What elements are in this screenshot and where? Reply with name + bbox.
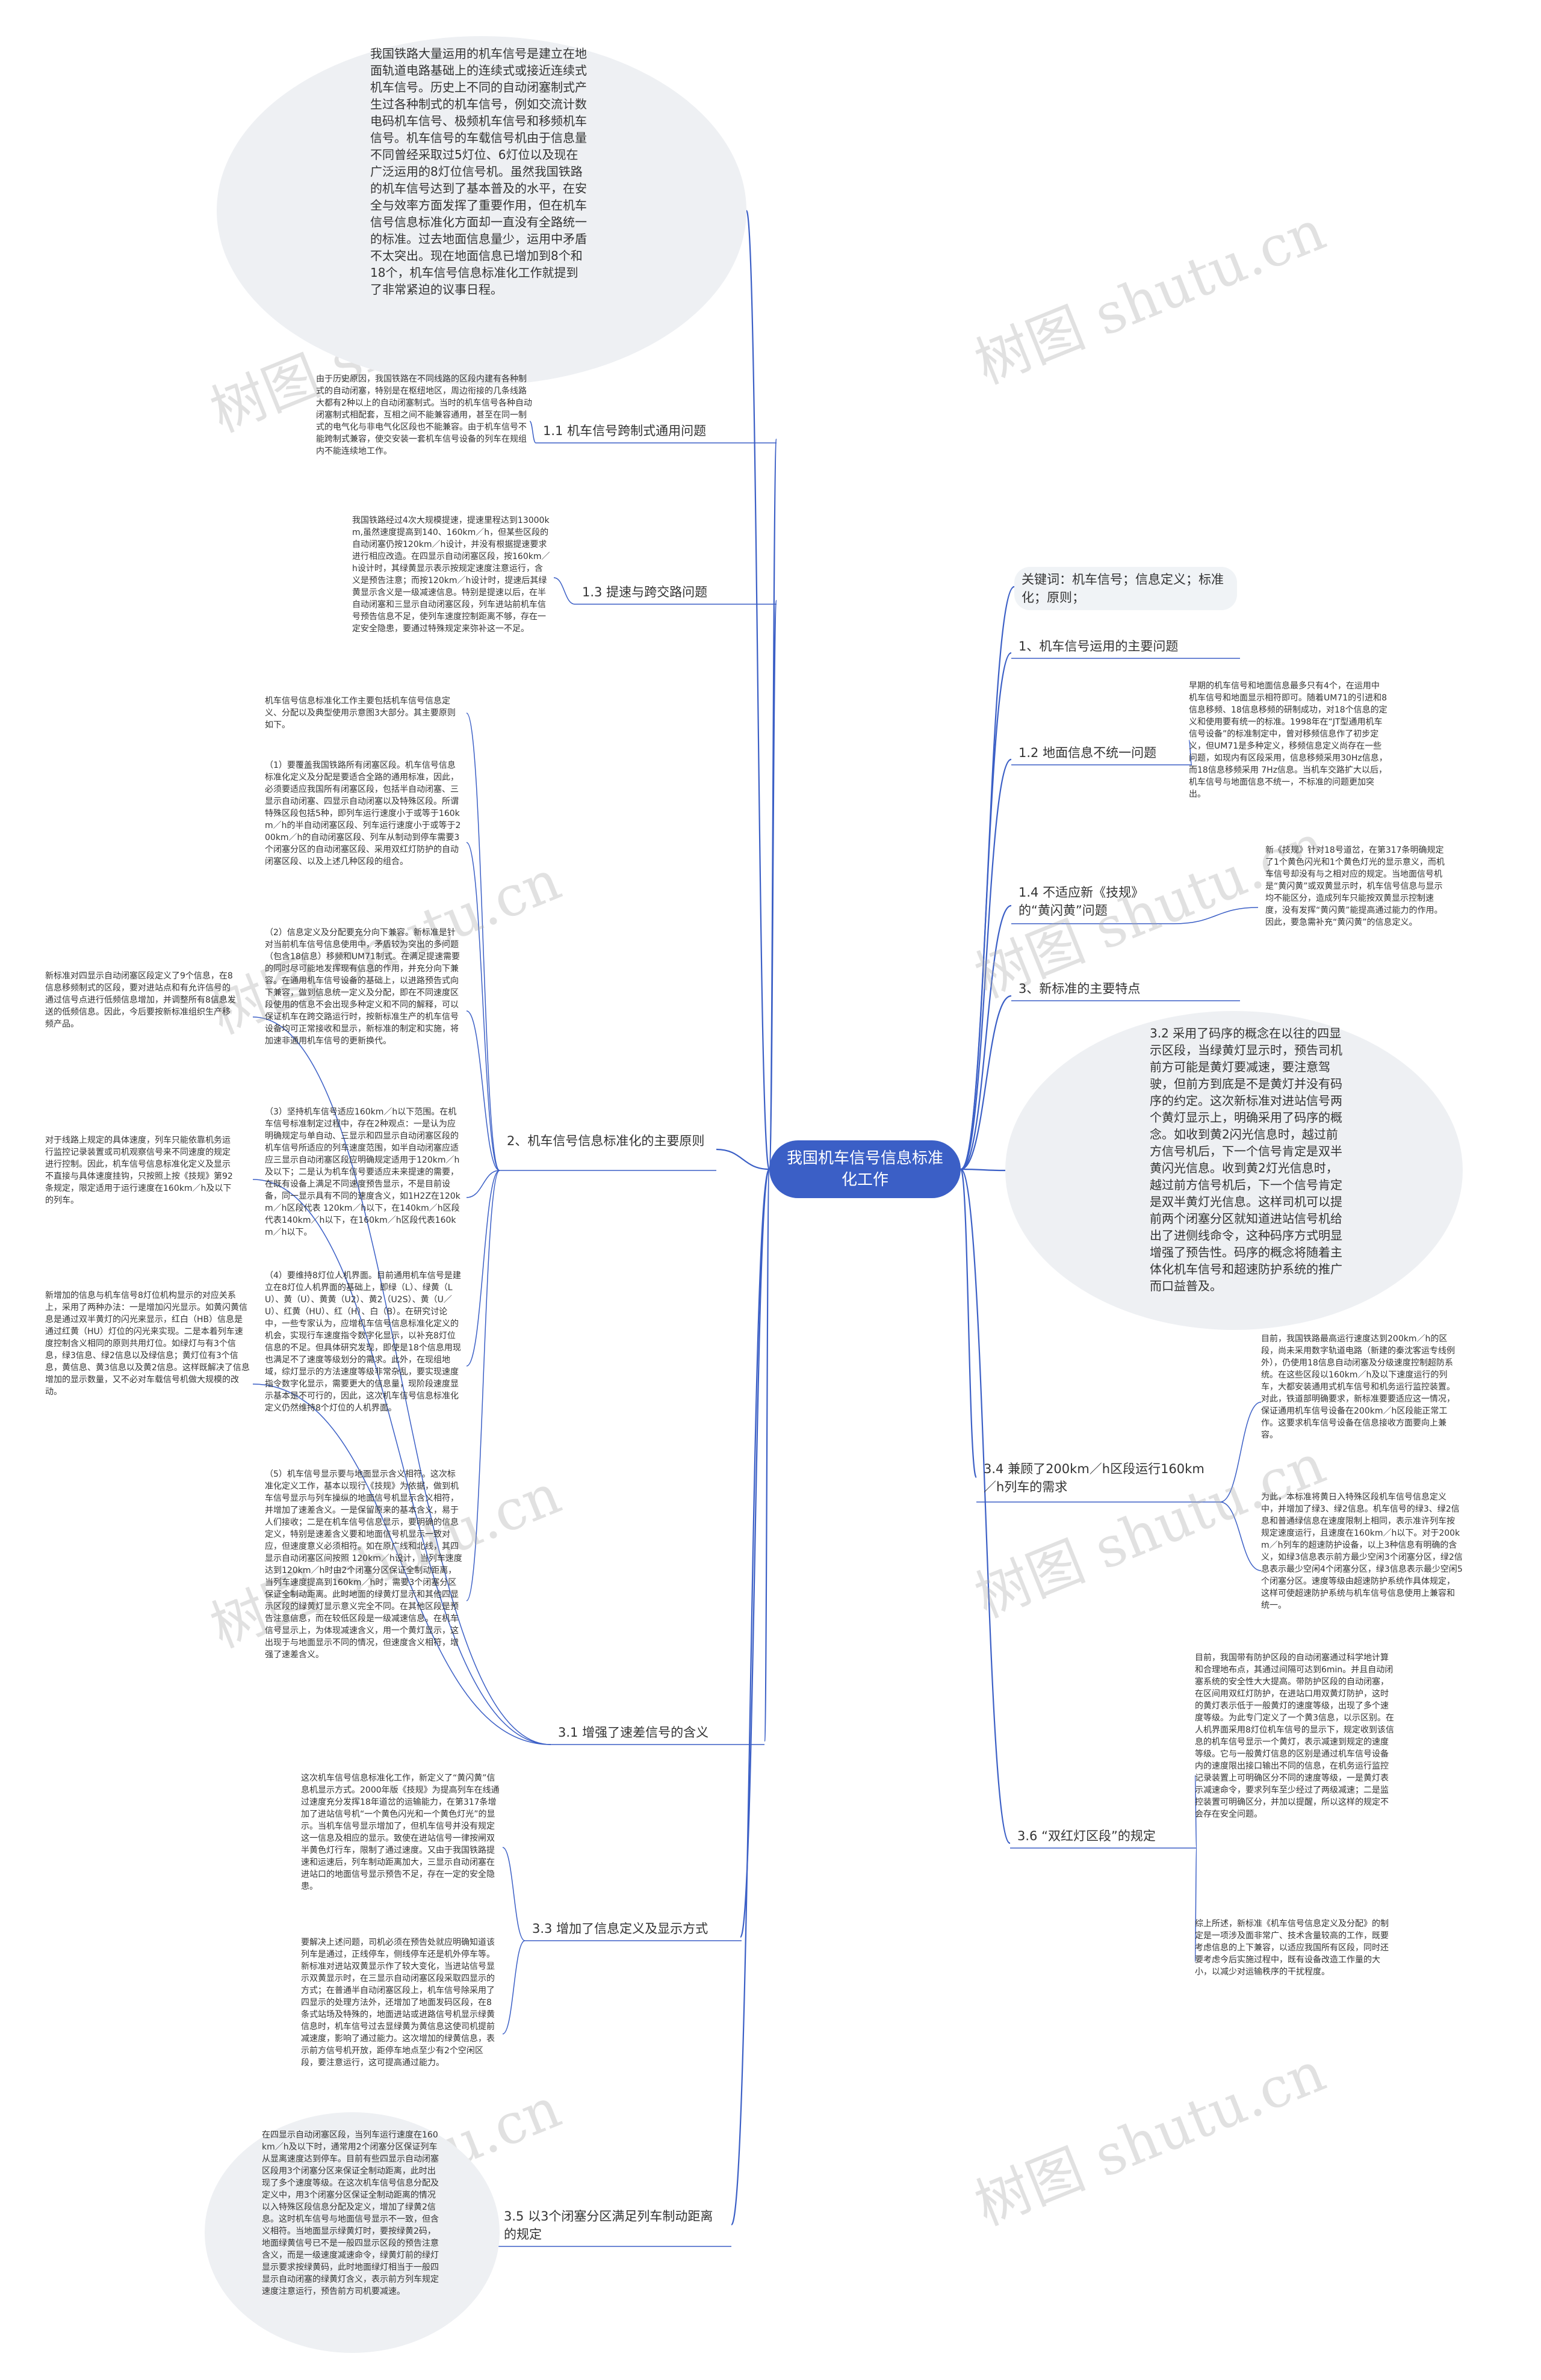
b13-text: 我国铁路经过4次大规模提速，提速里程达到13000km,虽然速度提高到140、1… <box>352 516 550 634</box>
link-b2-text-3 <box>466 1170 500 1198</box>
b14-bubble[interactable]: 新《技规》针对18号道岔，在第317条明确规定了1个黄色闪光和1个黄色灯光的显示… <box>1258 841 1499 974</box>
branch-3-3[interactable]: 3.3 增加了信息定义及显示方式 <box>532 1921 708 1936</box>
branch-1[interactable]: 1、机车信号运用的主要问题 <box>1019 639 1179 654</box>
link-b2-text-2 <box>466 1010 500 1171</box>
link-1-4 <box>960 904 1012 1170</box>
link-1-2 <box>960 758 1012 1170</box>
link-b2-text-0 <box>466 712 500 1171</box>
b2-text-3: （3）坚持机车信号适应160km／h以下范围。在机车信号标准制定过程中，存在2种… <box>265 1107 460 1237</box>
link-3 <box>960 995 1012 1170</box>
link-3-2 <box>960 1168 1006 1172</box>
link-b36-text-0 <box>1194 1775 1197 1849</box>
link-b36-text-1 <box>1194 1847 1197 1962</box>
link-3-4 <box>960 1168 978 1479</box>
branch-1-2[interactable]: 1.2 地面信息不统一问题 <box>1019 746 1157 760</box>
b2-text-1: （1）要覆盖我国铁路所有闭塞区段。机车信号信息标准化定义及分配是要适合全路的通用… <box>265 761 461 867</box>
link-b33-text-1 <box>502 1940 526 2035</box>
link-b31-note-2 <box>252 1383 551 1745</box>
branch-1-1[interactable]: 1.1 机车信号跨制式通用问题 <box>543 424 707 438</box>
b2-text-2: （2）信息定义及分配要充分向下兼容。新标准是针对当前机车信号信息使用中，矛盾较为… <box>265 928 460 1046</box>
branch-3-5[interactable]: 3.5 以3个闭塞分区满足列车制动距离的规定 <box>504 2209 713 2242</box>
link-b2-text-5 <box>466 1170 500 1601</box>
b11-text: 由于历史原因，我国铁路在不同线路的区段内建有各种制式的自动闭塞，特别是在枢纽地区… <box>316 374 532 456</box>
b12-text: 早期的机车信号和地面信息最多只有4个，在运用中机车信号和地面显示相符即可。随着U… <box>1189 681 1388 799</box>
intro-bubble[interactable]: 我国铁路大量运用的机车信号是建立在地面轨道电路基础上的连续式或接近连续式机车信号… <box>217 36 746 385</box>
b33-text-1: 要解决上述问题，司机必须在预告处就应明确知道该列车是通过，正线停车，侧线停车还是… <box>301 1938 495 2068</box>
link-b2-text-4 <box>466 1170 500 1367</box>
central-topic[interactable]: 我国机车信号信息标准化工作 <box>769 1140 961 1198</box>
b34-text-0: 目前，我国铁路最高运行速度达到200km／h的区段，尚未采用数字轨道电路（新建的… <box>1261 1334 1455 1440</box>
b31-note-1: 对于线路上规定的具体速度，列车只能依靠机务运行监控记录装置或司机观察信号来不同速… <box>45 1136 233 1205</box>
link-3-3 <box>739 1168 770 1938</box>
link-b34-text-1 <box>1220 1501 1262 1571</box>
b31-note-0: 新标准对四显示自动闭塞区段定义了9个信息，在8信息移频制式的区段，要对进站点和有… <box>45 971 236 1029</box>
link-3-6 <box>960 1168 1011 1844</box>
link-1 <box>960 652 1012 1170</box>
b34-text-1: 为此，本标准将黄日入特殊区段机车信号信息定义中，并增加了绿3、绿2信息。机车信号… <box>1261 1492 1463 1610</box>
b2-text-0: 机车信号信息标准化工作主要包括机车信号信息定义、分配以及典型使用示意图3大部分。… <box>265 696 456 730</box>
keywords[interactable]: 关键词：机车信号；信息定义；标准化；原则； <box>1014 567 1237 610</box>
b35-bubble[interactable]: 在四显示自动闭塞区段，当列车运行速度在160km／h及以下时，通常用2个闭塞分区… <box>205 2112 500 2353</box>
link-2 <box>716 1148 770 1170</box>
branch-1-3[interactable]: 1.3 提速与跨交路问题 <box>582 585 708 599</box>
branch-3-6[interactable]: 3.6 “双红灯区段”的规定 <box>1017 1829 1156 1843</box>
branch-3-1[interactable]: 3.1 增强了速差信号的含义 <box>558 1725 709 1740</box>
link-3-5 <box>730 1168 770 2226</box>
b2-text-4: （4）要维持8灯位人机界面。目前通用机车信号是建立在8灯位人机界面的基础上，即绿… <box>265 1271 461 1413</box>
b14-text: 新《技规》针对18号道岔，在第317条明确规定了1个黄色闪光和1个黄色灯光的显示… <box>1265 845 1445 927</box>
b33-text-0: 这次机车信号信息标准化工作，新定义了“黄闪黄”信息机显示方式。2000年版《技规… <box>301 1773 500 1891</box>
link-intro <box>745 209 770 1170</box>
branch-2[interactable]: 2、机车信号信息标准化的主要原则 <box>507 1134 705 1148</box>
link-b34-text-0 <box>1220 1402 1262 1503</box>
link-b12-text <box>1188 740 1192 765</box>
link-b2-text-1 <box>466 842 500 1171</box>
b31-note-2: 新增加的信息与机车信号8灯位机构显示的对应关系上，采用了两种办法：一是增加闪光显… <box>45 1291 250 1397</box>
link-b31-note-0 <box>252 1016 551 1745</box>
link-b33-text-0 <box>502 1847 526 1941</box>
branch-1-4[interactable]: 1.4 不适应新《技规》的“黄闪黄”问题 <box>1019 885 1144 918</box>
link-b11-text <box>529 421 536 444</box>
branch-3[interactable]: 3、新标准的主要特点 <box>1019 981 1141 996</box>
link-b13-text <box>553 577 575 605</box>
link-1-3 <box>768 599 778 1170</box>
b2-text-5: （5）机车信号显示要与地面显示含义相符。这次标准化定义工作，基本以现行《技规》为… <box>265 1470 462 1660</box>
intro-text: 我国铁路大量运用的机车信号是建立在地面轨道电路基础上的连续式或接近连续式机车信号… <box>370 46 587 297</box>
b36-text-1: 综上所述，新标准《机车信号信息定义及分配》的制定是一项涉及面非常广、技术含量较高… <box>1195 1919 1389 1977</box>
link-3-1 <box>763 1168 770 1742</box>
b32-bubble[interactable]: 3.2 采用了码序的概念在以往的四显示区段，当绿黄灯显示时，预告司机前方可能是黄… <box>1005 1011 1463 1330</box>
b32-text: 3.2 采用了码序的概念在以往的四显示区段，当绿黄灯显示时，预告司机前方可能是黄… <box>1150 1026 1342 1293</box>
b36-text-0: 目前，我国带有防护区段的自动闭塞通过科学地计算和合理地布点，其通过间隔可达到6m… <box>1195 1653 1394 1819</box>
branch-3-4[interactable]: 3.4 兼顾了200km／h区段运行160km／h列车的需求 <box>984 1462 1205 1494</box>
link-b14-text <box>1173 907 1259 924</box>
b35-text: 在四显示自动闭塞区段，当列车运行速度在160km／h及以下时，通常用2个闭塞分区… <box>262 2130 439 2296</box>
link-b31-note-1 <box>252 1179 551 1745</box>
